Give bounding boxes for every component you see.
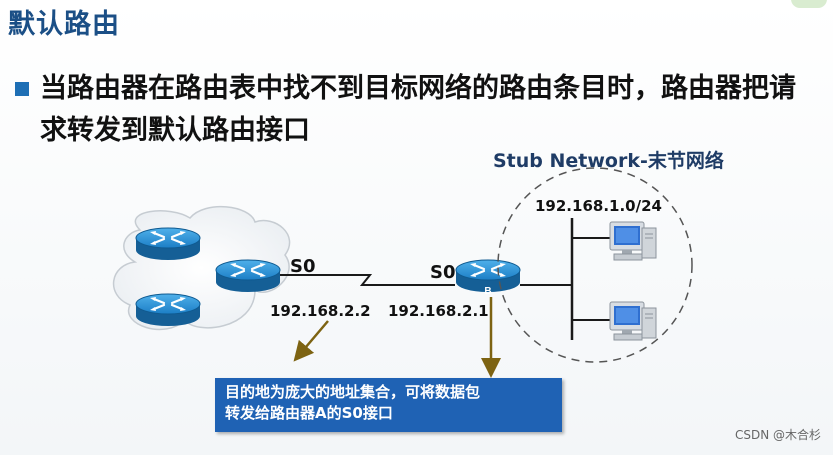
stub-network-circle — [497, 167, 693, 363]
pc-icon — [609, 301, 657, 341]
router-b-letter: B — [484, 286, 491, 297]
pc-icon — [609, 221, 657, 261]
arrow-to-router-a — [293, 320, 329, 362]
corner-logo — [791, 0, 827, 8]
router-a-icon — [214, 258, 282, 294]
network-address-label: 192.168.1.0/24 — [535, 197, 662, 215]
router-icon — [134, 226, 202, 262]
router-a-ip: 192.168.2.2 — [270, 302, 371, 320]
bullet-square-icon — [15, 82, 29, 96]
page-title: 默认路由 — [8, 9, 120, 40]
watermark: CSDN @木合杉 — [734, 428, 821, 442]
stub-network-label: Stub Network-末节网络 — [493, 150, 724, 172]
main-bullet-text: 当路由器在路由表中找不到目标网络的路由条目时，路由器把请求转发到默认路由接口 — [40, 73, 796, 146]
info-line-1: 目的地为庞大的地址集合，可将数据包 — [225, 383, 481, 401]
router-b-interface-label: S0 — [430, 262, 456, 283]
router-a-interface-label: S0 — [290, 256, 316, 277]
info-line-2: 转发给路由器A的S0接口 — [225, 404, 393, 422]
router-icon — [134, 292, 202, 328]
router-b-ip: 192.168.2.1 — [388, 302, 489, 320]
serial-link — [280, 274, 455, 286]
info-box: 目的地为庞大的地址集合，可将数据包 转发给路由器A的S0接口 — [215, 378, 562, 432]
